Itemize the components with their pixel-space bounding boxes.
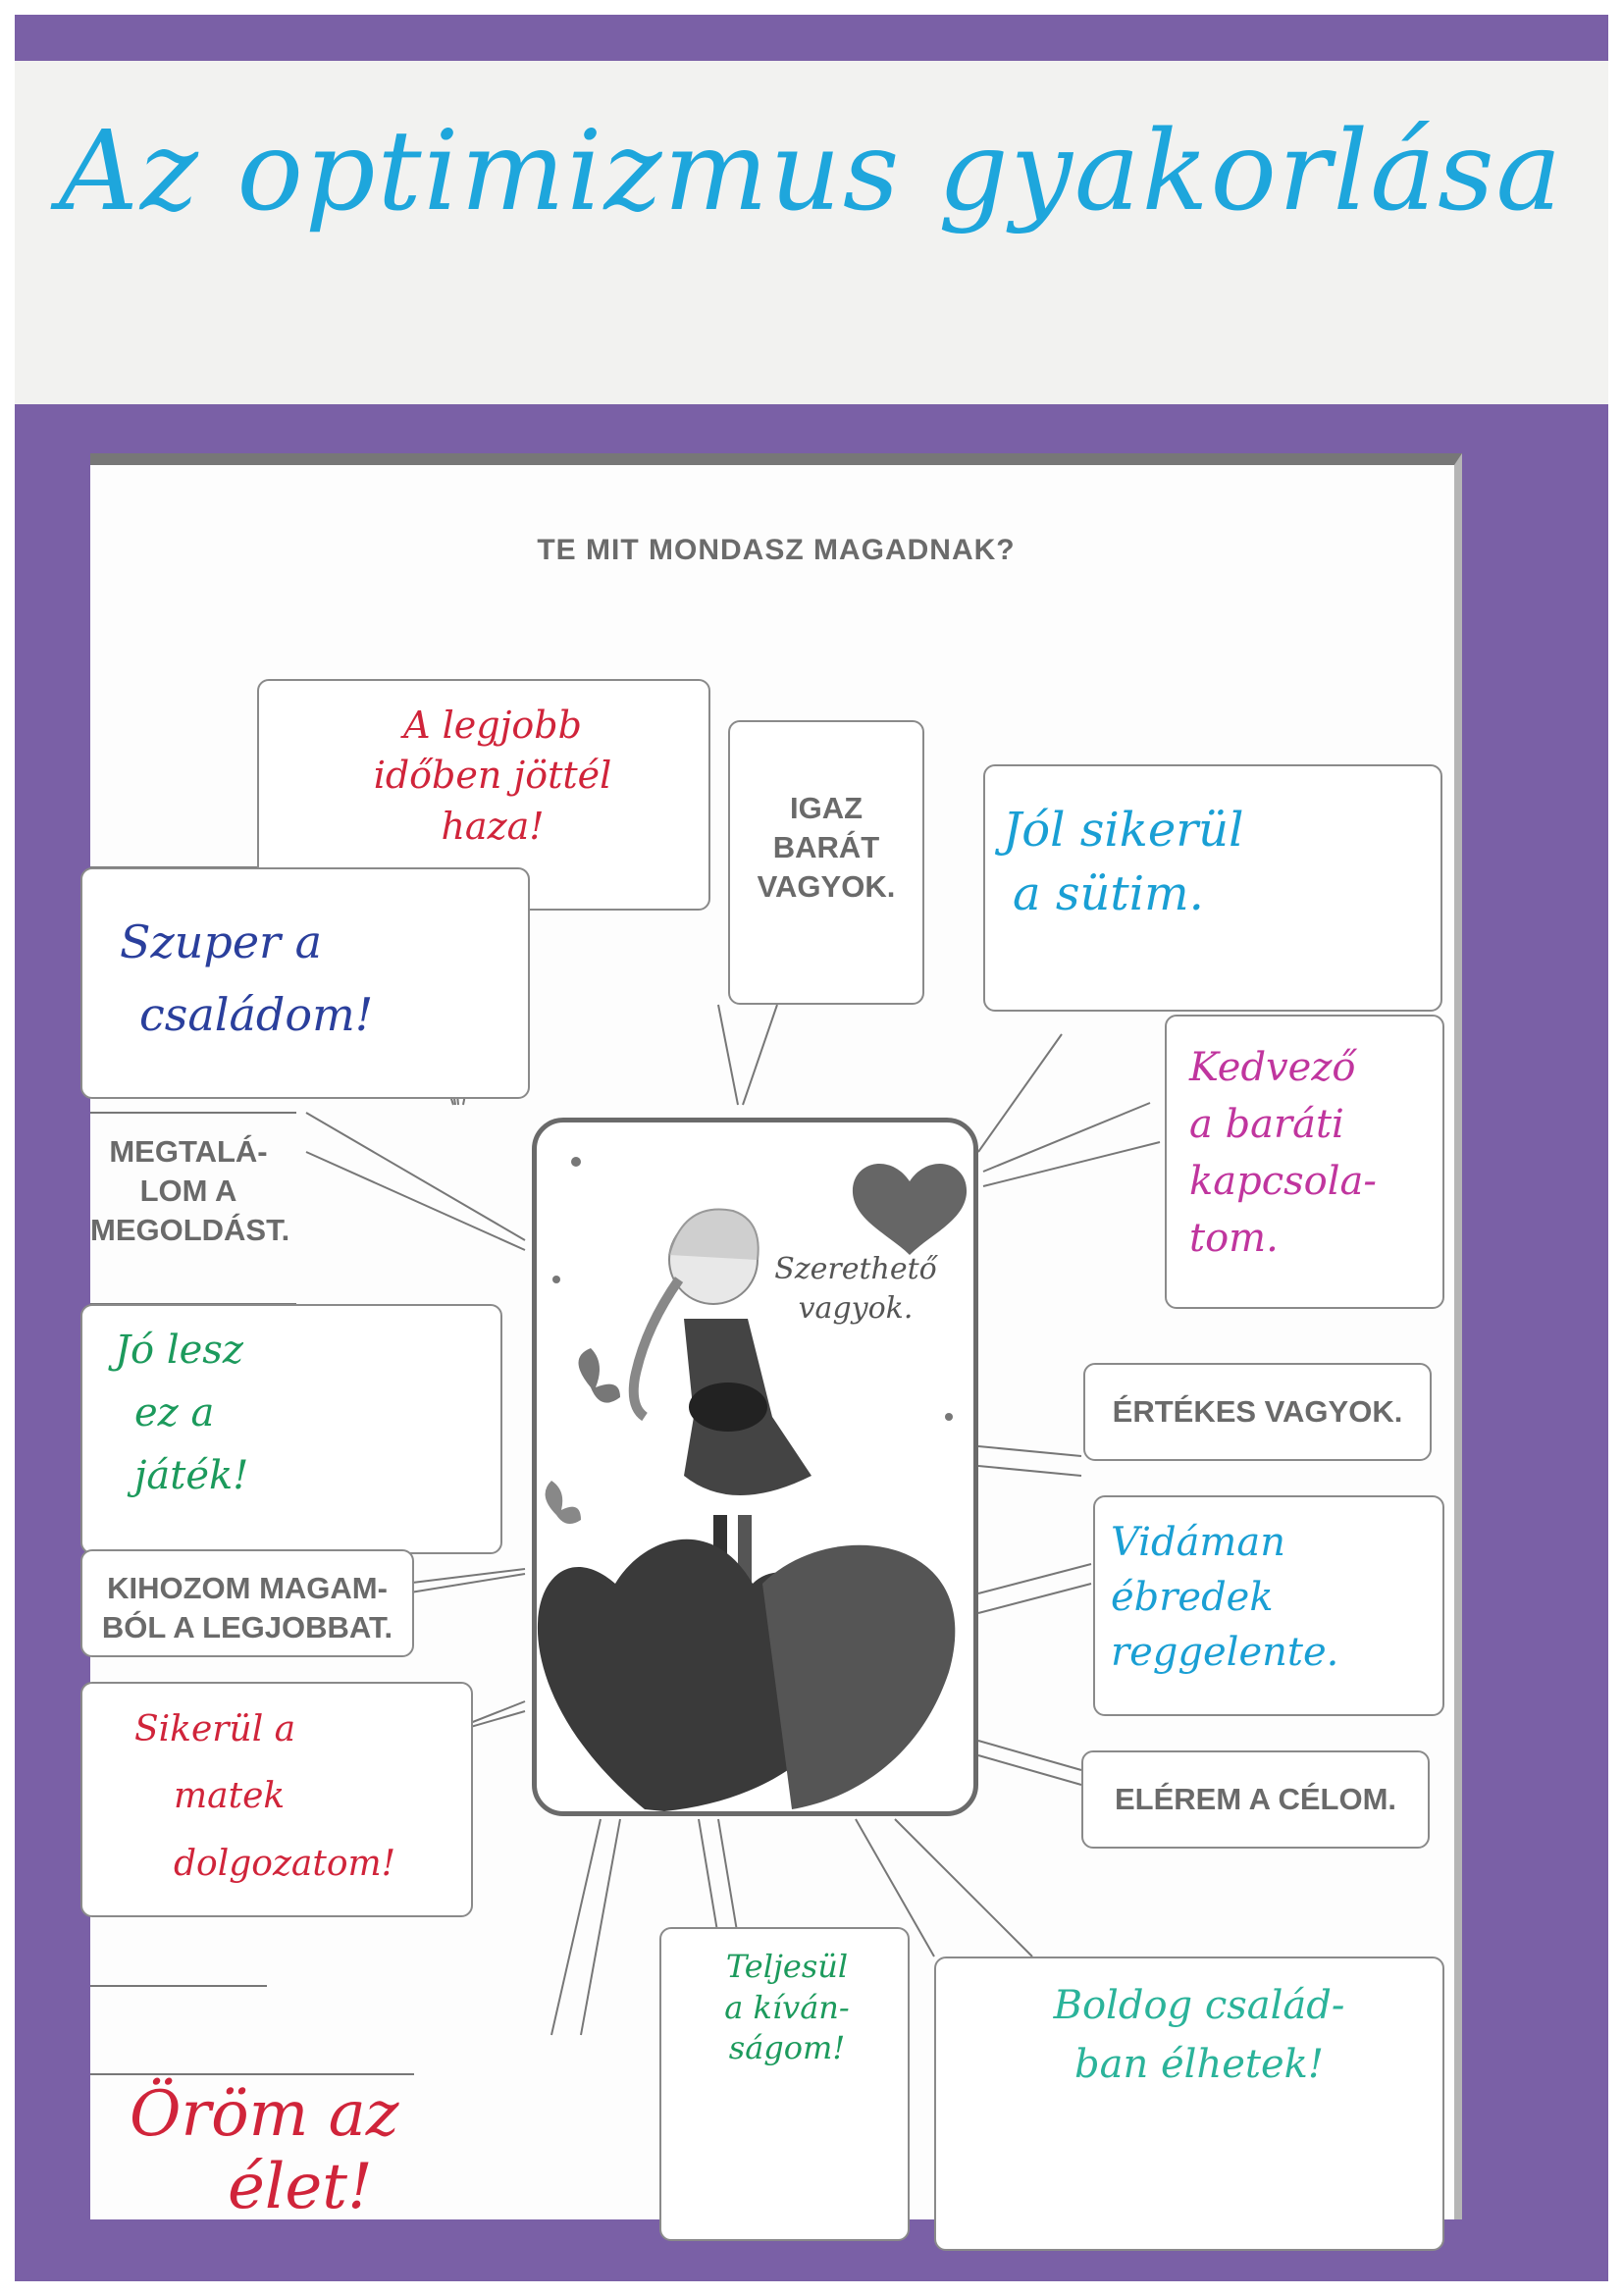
hand-legjobb: A legjobb időben jöttél haza!	[296, 701, 689, 852]
hand-orom: Öröm az élet!	[130, 2078, 483, 2223]
line: Boldog család-	[1053, 1983, 1345, 2028]
worksheet: TE MIT MONDASZ MAGADNAK?	[80, 453, 1462, 2251]
line: élet!	[228, 2150, 373, 2223]
box-vidaman	[1093, 1495, 1444, 1716]
line: Szuper a	[120, 915, 323, 968]
line: családom!	[139, 988, 374, 1042]
box-kedvezo	[1165, 1015, 1444, 1309]
card-illustration	[537, 1157, 968, 1811]
hand-jo-lesz: Jó lesz ez a játék!	[115, 1319, 458, 1507]
text-megtalalom: MEGTALÁ- LOM A MEGOLDÁST.	[90, 1132, 290, 1250]
line: reggelente.	[1111, 1630, 1339, 1675]
text-ertekes: ÉRTÉKES VAGYOK.	[1112, 1394, 1403, 1429]
card-text: Szerethető vagyok.	[774, 1252, 937, 1326]
hand-sikerul-sutim: Jól sikerül a sütim.	[1003, 799, 1435, 926]
heart-icon	[852, 1164, 968, 1255]
line: LOM A	[139, 1174, 237, 1208]
line: BARÁT	[772, 830, 880, 864]
box-sikerul-sutim	[983, 764, 1442, 1012]
box-igaz-barat	[728, 720, 924, 1005]
line: dolgozatom!	[174, 1843, 396, 1884]
box-boldog	[934, 1957, 1444, 2251]
line: a sütim.	[1013, 865, 1204, 921]
hand-boldog: Boldog család- ban élhetek!	[954, 1976, 1444, 2094]
title-strip	[15, 61, 1608, 404]
line: ságom!	[728, 2029, 846, 2067]
line: BÓL A LEGJOBBAT.	[101, 1610, 393, 1644]
line: a kíván-	[724, 1988, 850, 2026]
hand-teljesul: Teljesül a kíván- ságom!	[674, 1947, 900, 2069]
box-jo-lesz	[80, 1304, 502, 1554]
line: Kedvező	[1189, 1045, 1356, 1090]
box-ertekes	[1083, 1363, 1432, 1461]
line: VAGYOK.	[757, 869, 896, 904]
line: ez a	[134, 1390, 215, 1435]
line: Sikerül a	[134, 1709, 296, 1749]
line: játék!	[134, 1453, 249, 1498]
box-szuper	[80, 867, 530, 1099]
line: Vidáman	[1111, 1520, 1285, 1565]
hand-vidaman: Vidáman ébredek reggelente.	[1111, 1515, 1444, 1680]
box-kihozom	[80, 1549, 414, 1657]
box-elerem	[1081, 1750, 1430, 1849]
line: MEGOLDÁST.	[90, 1213, 290, 1247]
line: a baráti	[1189, 1102, 1344, 1147]
line: Jó lesz	[115, 1328, 243, 1373]
hand-matek: Sikerül a matek dolgozatom!	[115, 1696, 409, 1898]
line: ban élhetek!	[1074, 2042, 1324, 2087]
line: időben jöttél	[373, 754, 612, 798]
page-title: Az optimizmus gyakorlása	[59, 108, 1564, 235]
line: haza!	[441, 804, 545, 848]
box-matek	[80, 1682, 473, 1917]
hand-kedvezo: Kedvező a baráti kapcsola- tom.	[1189, 1039, 1454, 1267]
text-igaz-barat: IGAZ BARÁT VAGYOK.	[728, 789, 924, 907]
line: Jól sikerül	[1003, 803, 1244, 858]
line: KIHOZOM MAGAM-	[107, 1571, 388, 1605]
line: A legjobb	[403, 704, 582, 747]
text-elerem: ELÉREM A CÉLOM.	[1114, 1782, 1397, 1816]
text-kihozom: KIHOZOM MAGAM- BÓL A LEGJOBBAT.	[90, 1569, 404, 1647]
line: kapcsola-	[1189, 1159, 1377, 1204]
line: Teljesül	[725, 1948, 849, 1985]
worksheet-heading: TE MIT MONDASZ MAGADNAK?	[537, 534, 1016, 566]
line: Öröm az	[130, 2078, 399, 2151]
line: MEGTALÁ-	[109, 1134, 268, 1169]
line: matek	[174, 1776, 286, 1817]
line: ébredek	[1111, 1575, 1274, 1620]
hand-szuper: Szuper a családom!	[120, 912, 512, 1045]
center-card: Szerethető vagyok.	[532, 1118, 978, 1816]
box-teljesul	[659, 1927, 910, 2241]
line: IGAZ	[789, 791, 864, 825]
line: tom.	[1189, 1216, 1279, 1261]
